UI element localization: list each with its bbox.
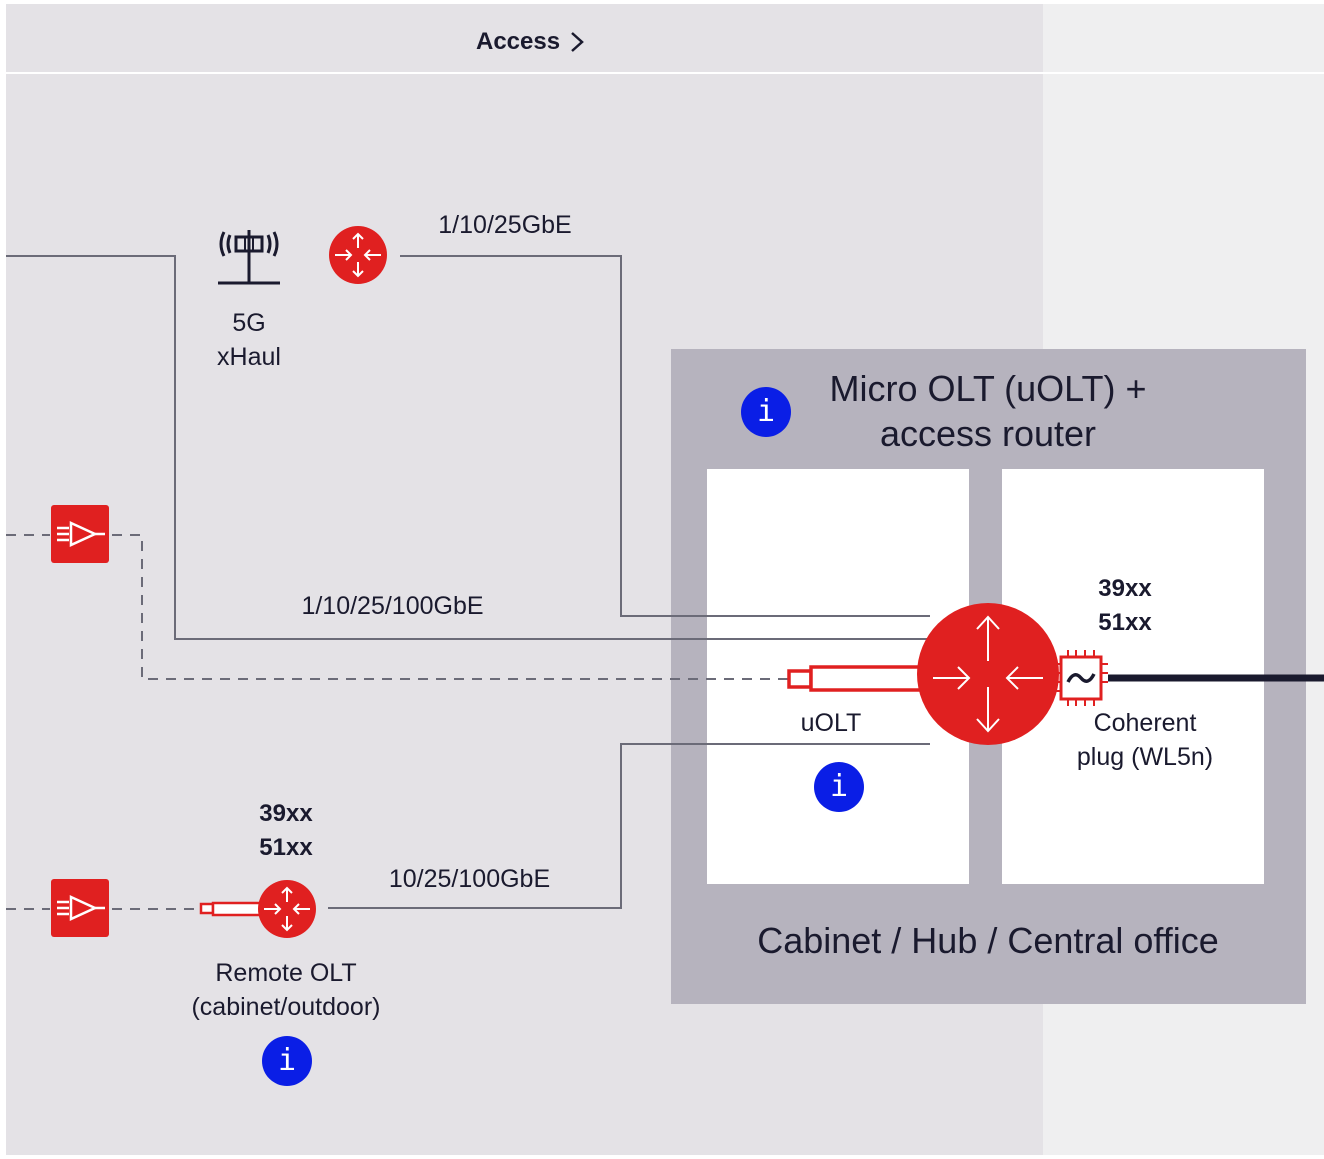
link-label-top: 1/10/25GbE xyxy=(438,211,572,239)
cabinet-caption: Cabinet / Hub / Central office xyxy=(757,920,1219,961)
remote-olt-router[interactable] xyxy=(258,880,316,938)
coherent-model-1: 39xx xyxy=(1098,575,1152,602)
access-router-top[interactable] xyxy=(329,226,387,284)
info-icon-remote-olt[interactable]: i xyxy=(262,1036,312,1086)
amplifier-top[interactable] xyxy=(51,505,109,563)
fiveg-label-1: 5G xyxy=(232,309,266,337)
router-arrows-icon xyxy=(264,886,310,932)
cabinet-title-2: access router xyxy=(879,413,1097,454)
remote-olt-label-2: (cabinet/outdoor) xyxy=(191,993,381,1021)
link-label-bottom: 10/25/100GbE xyxy=(388,865,551,893)
fiveg-label-2: xHaul xyxy=(217,343,281,371)
link-remote-olt xyxy=(328,743,930,909)
router-arrows-icon xyxy=(335,232,381,278)
amplifier-icon xyxy=(57,895,105,921)
coherent-model-2: 51xx xyxy=(1098,609,1152,636)
info-icon-uolt[interactable]: i xyxy=(814,762,864,812)
coherent-label-1: Coherent xyxy=(1093,709,1197,737)
main-access-router[interactable] xyxy=(917,603,1059,745)
remote-olt-label-1: Remote OLT xyxy=(215,959,357,987)
coherent-label-2: plug (WL5n) xyxy=(1076,743,1214,771)
remote-model-2: 51xx xyxy=(259,834,313,861)
router-arrows-icon xyxy=(933,615,1043,733)
cabinet-title-1: Micro OLT (uOLT) + xyxy=(829,368,1147,409)
amplifier-bottom[interactable] xyxy=(51,879,109,937)
chevron-right-icon xyxy=(571,32,584,52)
info-icon-cabinet[interactable]: i xyxy=(741,387,791,437)
uolt-label: uOLT xyxy=(800,709,862,737)
remote-model-1: 39xx xyxy=(259,800,313,827)
access-header: Access xyxy=(6,4,1324,74)
radio-tower-icon xyxy=(218,230,280,285)
access-nav-button[interactable]: Access xyxy=(476,28,584,56)
link-top-router xyxy=(400,255,930,617)
access-title: Access xyxy=(476,28,561,55)
link-5g-backhaul xyxy=(6,255,930,640)
link-label-mid: 1/10/25/100GbE xyxy=(301,592,484,620)
amplifier-icon xyxy=(57,521,105,547)
